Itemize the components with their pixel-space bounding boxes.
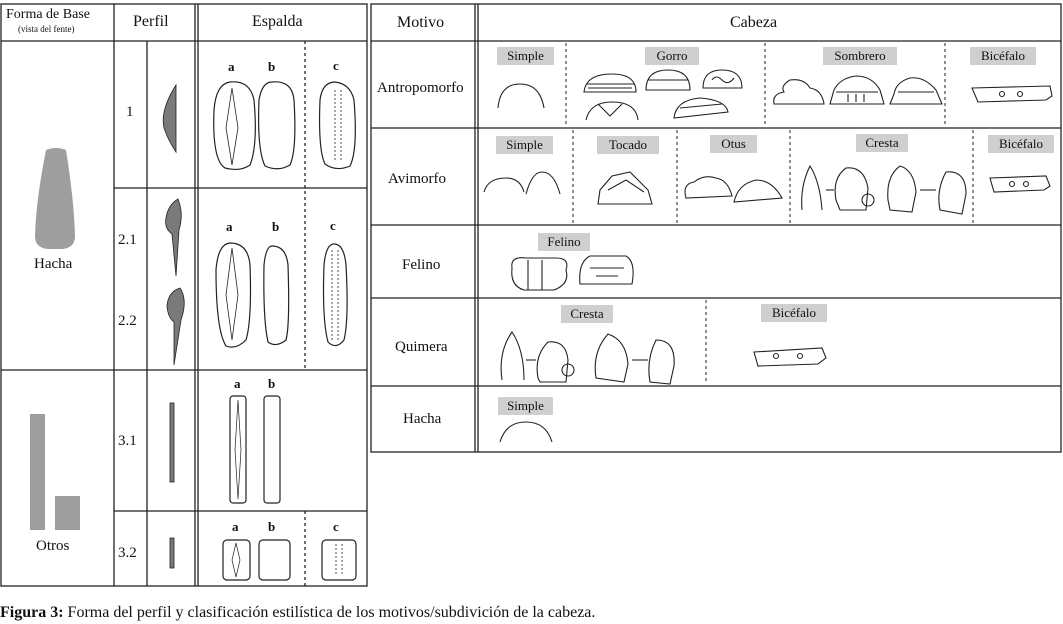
row-label-2-2: 2.2 <box>118 313 137 329</box>
header-forma-base-sub: (vista del fente) <box>18 24 75 34</box>
hacha-base-shape <box>35 148 75 249</box>
sub-label-1b: b <box>268 59 276 74</box>
chip-antropomorfo-sombrero: Sombrero <box>823 47 897 65</box>
chip-quimera-cresta: Cresta <box>561 305 613 323</box>
motivo-felino: Felino <box>402 257 441 273</box>
motivo-hacha: Hacha <box>403 411 442 427</box>
left-table-frame <box>0 3 368 587</box>
sub-label-31a: a <box>234 376 241 391</box>
profile-3-2 <box>169 537 175 569</box>
chip-hacha-simple: Simple <box>498 397 553 415</box>
chip-antropomorfo-gorro: Gorro <box>645 47 699 65</box>
header-forma-base: Forma de Base <box>6 7 90 22</box>
chip-antropomorfo-simple: Simple <box>497 47 554 65</box>
otros-bar-short <box>55 496 80 530</box>
group-label-hacha: Hacha <box>34 256 73 272</box>
row-label-3-1: 3.1 <box>118 433 137 449</box>
chip-antropomorfo-bicefalo: Bicéfalo <box>970 47 1036 65</box>
row-label-2-1: 2.1 <box>118 232 137 248</box>
profile-2-1 <box>165 198 182 277</box>
group-label-otros: Otros <box>36 538 70 554</box>
sub-label-2a: a <box>226 219 233 234</box>
row-label-3-2: 3.2 <box>118 545 137 561</box>
profile-2-2 <box>166 287 185 366</box>
caption-text: Forma del perfil y clasificación estilís… <box>63 604 596 621</box>
chip-avimorfo-cresta: Cresta <box>856 134 908 152</box>
motivo-quimera: Quimera <box>395 339 448 355</box>
chip-avimorfo-bicefalo: Bicéfalo <box>988 135 1054 153</box>
sub-label-32c: c <box>333 519 339 534</box>
header-espalda: Espalda <box>252 13 303 30</box>
motivo-antropomorfo: Antropomorfo <box>377 80 464 96</box>
chip-avimorfo-simple: Simple <box>496 136 553 154</box>
profile-1 <box>162 83 177 154</box>
caption-label: Figura 3: <box>0 604 64 621</box>
sub-label-31b: b <box>268 376 276 391</box>
sub-label-1a: a <box>228 59 235 74</box>
row-label-1: 1 <box>126 104 134 120</box>
motivo-avimorfo: Avimorfo <box>388 171 447 187</box>
chip-avimorfo-tocado: Tocado <box>597 136 659 154</box>
otros-bar-tall <box>30 414 45 530</box>
chip-felino: Felino <box>538 233 590 251</box>
header-perfil: Perfil <box>133 13 169 30</box>
header-motivo: Motivo <box>397 14 445 31</box>
sub-label-2c: c <box>330 218 336 233</box>
sub-label-2b: b <box>272 219 280 234</box>
chip-avimorfo-otus: Otus <box>710 135 757 153</box>
sub-label-32b: b <box>268 519 276 534</box>
chip-quimera-bicefalo: Bicéfalo <box>761 304 827 322</box>
sub-label-32a: a <box>232 519 239 534</box>
right-table-frame <box>370 3 1062 453</box>
sub-label-1c: c <box>333 58 339 73</box>
header-cabeza: Cabeza <box>730 14 778 31</box>
figure-caption: Figura 3: Forma del perfil y clasificaci… <box>0 604 595 622</box>
profile-3-1 <box>169 402 175 483</box>
